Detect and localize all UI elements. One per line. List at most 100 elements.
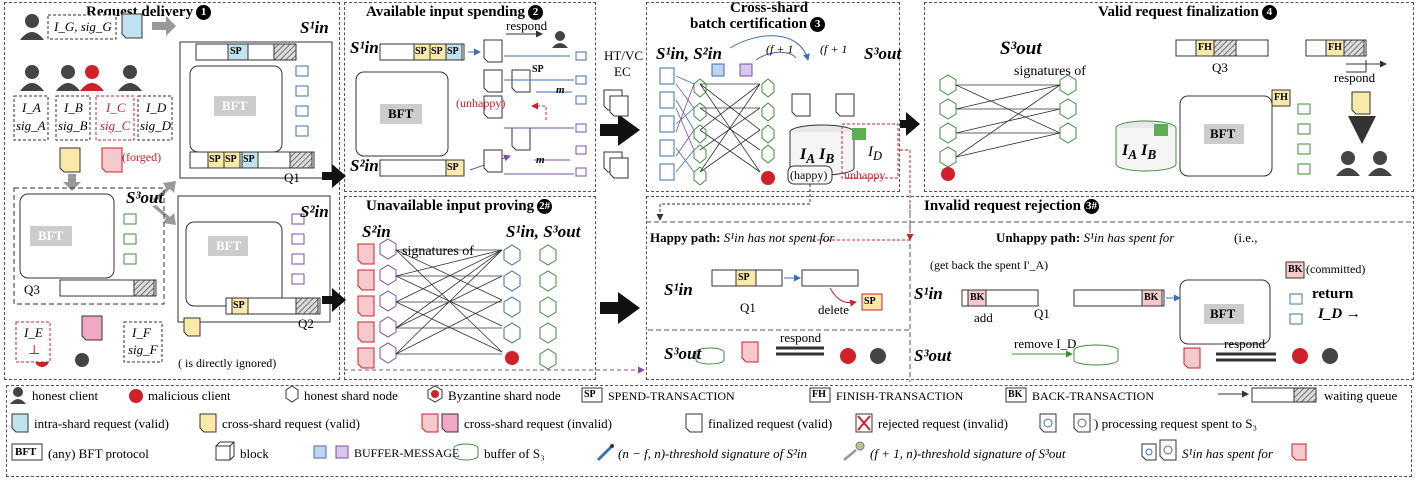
s1in-label-p1: S¹in <box>300 18 329 37</box>
bk-b: BK <box>1144 292 1159 303</box>
client-b <box>56 65 80 91</box>
ia-ib-label-p4: IA IB <box>1122 142 1157 163</box>
client-c <box>80 65 104 91</box>
get-back-label: (get back the spent I'_A) <box>930 258 1049 272</box>
s2in-label-p2: S²in <box>350 156 379 175</box>
legend-block-icon <box>215 441 235 461</box>
htvc-label: HT/VC <box>604 48 643 63</box>
legend-byz-node: Byzantine shard node <box>448 388 561 403</box>
legend-honest-client: honest client <box>32 388 99 403</box>
panel-available-spending <box>344 2 596 192</box>
sp-q1-top: SP <box>230 46 242 57</box>
legend-queue: waiting queue <box>1324 388 1398 403</box>
sp-q1-b: SP <box>225 154 237 165</box>
return-label: return <box>1312 286 1354 302</box>
id-to-label: I_D → <box>1318 306 1361 322</box>
respond-p4: respond <box>1334 70 1376 85</box>
legend-rejected: rejected request (invalid) <box>878 416 1008 431</box>
committed-label: (committed) <box>1306 262 1366 276</box>
ignored-note: ( is directly ignored) <box>178 356 277 370</box>
fh-b: FH <box>1328 42 1342 53</box>
client-g <box>20 14 44 40</box>
panel-cross-shard <box>646 2 900 192</box>
sp-happy: SP <box>738 272 750 283</box>
legend-sp-icon <box>581 387 603 403</box>
card-e-id: I_E <box>24 325 43 340</box>
legend-processing: ) processing request spent to S₃ <box>1094 416 1258 431</box>
unhappy-path-label: Unhappy path: S¹in has spent for <box>996 230 1175 245</box>
title-cross-shard-1: Cross-shard <box>730 0 809 16</box>
sp-p2-b: SP <box>431 46 443 57</box>
legend-has-spent-icon <box>1141 439 1307 461</box>
bft-label-p1a: BFT <box>222 98 248 113</box>
card-b-sig: sig_B <box>58 118 88 133</box>
respond-p2: respond <box>506 18 548 33</box>
card-e-sig: ⊥ <box>28 342 41 357</box>
ie-label: (i.e., <box>1234 230 1258 245</box>
delete-label: delete <box>818 302 850 317</box>
panel-request-delivery <box>4 2 340 380</box>
ec-label: EC <box>614 64 631 79</box>
legend <box>6 385 1412 477</box>
q1-label-unhappy: Q1 <box>1034 306 1050 321</box>
m-label-a: m <box>556 84 565 96</box>
card-f-id: I_F <box>132 325 151 340</box>
legend-honest-node-icon <box>285 385 299 403</box>
legend-byz-node-icon <box>427 385 443 403</box>
legend-bft-icon <box>11 443 43 461</box>
legend-intra-valid: intra-shard request (valid) <box>34 416 170 431</box>
legend-finalized-icon <box>685 413 703 433</box>
id-label-p3: ID <box>868 144 883 163</box>
signatures-of-p2h: signatures of <box>402 244 474 259</box>
remove-label: remove I_D <box>1014 336 1077 351</box>
bft-label-p1b: BFT <box>38 228 64 243</box>
legend-bft-any: (any) BFT protocol <box>48 446 149 461</box>
bk-a: BK <box>970 292 985 303</box>
legend-cross-valid: cross-shard request (valid) <box>222 416 360 431</box>
respond-happy: respond <box>780 330 822 345</box>
s1in-label-happy: S¹in <box>664 280 693 299</box>
q1-label-p1: Q1 <box>284 170 300 185</box>
card-d-id: I_D <box>146 100 167 115</box>
forged-label: (forged) <box>122 150 162 164</box>
legend-intra-icon <box>11 413 29 433</box>
s3out-label-p1: S³out <box>126 188 164 207</box>
legend-bk-icon <box>1005 387 1027 403</box>
legend-has-spent: S¹in has spent for <box>1182 446 1273 461</box>
happy-label: (happy) <box>790 168 828 182</box>
card-g-label: I_G, sig_G <box>54 19 112 34</box>
bft-label-unhappy: BFT <box>1210 306 1236 321</box>
sp-p2-d: SP <box>447 162 459 173</box>
panel-valid-finalization <box>924 2 1414 192</box>
legend-buffer-s3: buffer of S₃ <box>484 446 545 461</box>
bft-label-p4: BFT <box>1210 126 1236 141</box>
s1in-label-unhappy: S¹in <box>914 284 943 303</box>
s3out-label-p3: S³out <box>864 44 902 63</box>
legend-honest-node: honest shard node <box>304 388 398 403</box>
q2-label-p1: Q2 <box>298 316 314 331</box>
s2in-label-p2h: S²in <box>362 222 391 241</box>
legend-pen-icon <box>596 444 614 462</box>
proving-links <box>395 249 503 355</box>
s3out-label-p4: S³out <box>1000 38 1042 59</box>
bft-label-p1c: BFT <box>216 238 242 253</box>
s3out-label-happy: S³out <box>664 344 702 363</box>
panel-invalid-rejection <box>646 196 1414 380</box>
card-d-sig: sig_D <box>140 118 172 133</box>
sp-p2-c: SP <box>447 46 459 57</box>
sp-p2-e: SP <box>532 64 544 75</box>
sp-q1-c: SP <box>243 154 255 165</box>
legend-bk-abbr: BK <box>1008 389 1023 400</box>
legend-cross-valid-icon <box>199 413 217 433</box>
card-f-sig: sig_F <box>128 342 158 357</box>
unhappy-p2: (unhappy) <box>456 96 506 110</box>
card-a-sig: sig_A <box>16 118 46 133</box>
legend-processing-icon <box>1039 413 1091 433</box>
s1in-s2in-label: S¹in, S²in <box>656 44 722 63</box>
client-a <box>20 65 44 91</box>
q3-label-p4: Q3 <box>1212 60 1228 75</box>
